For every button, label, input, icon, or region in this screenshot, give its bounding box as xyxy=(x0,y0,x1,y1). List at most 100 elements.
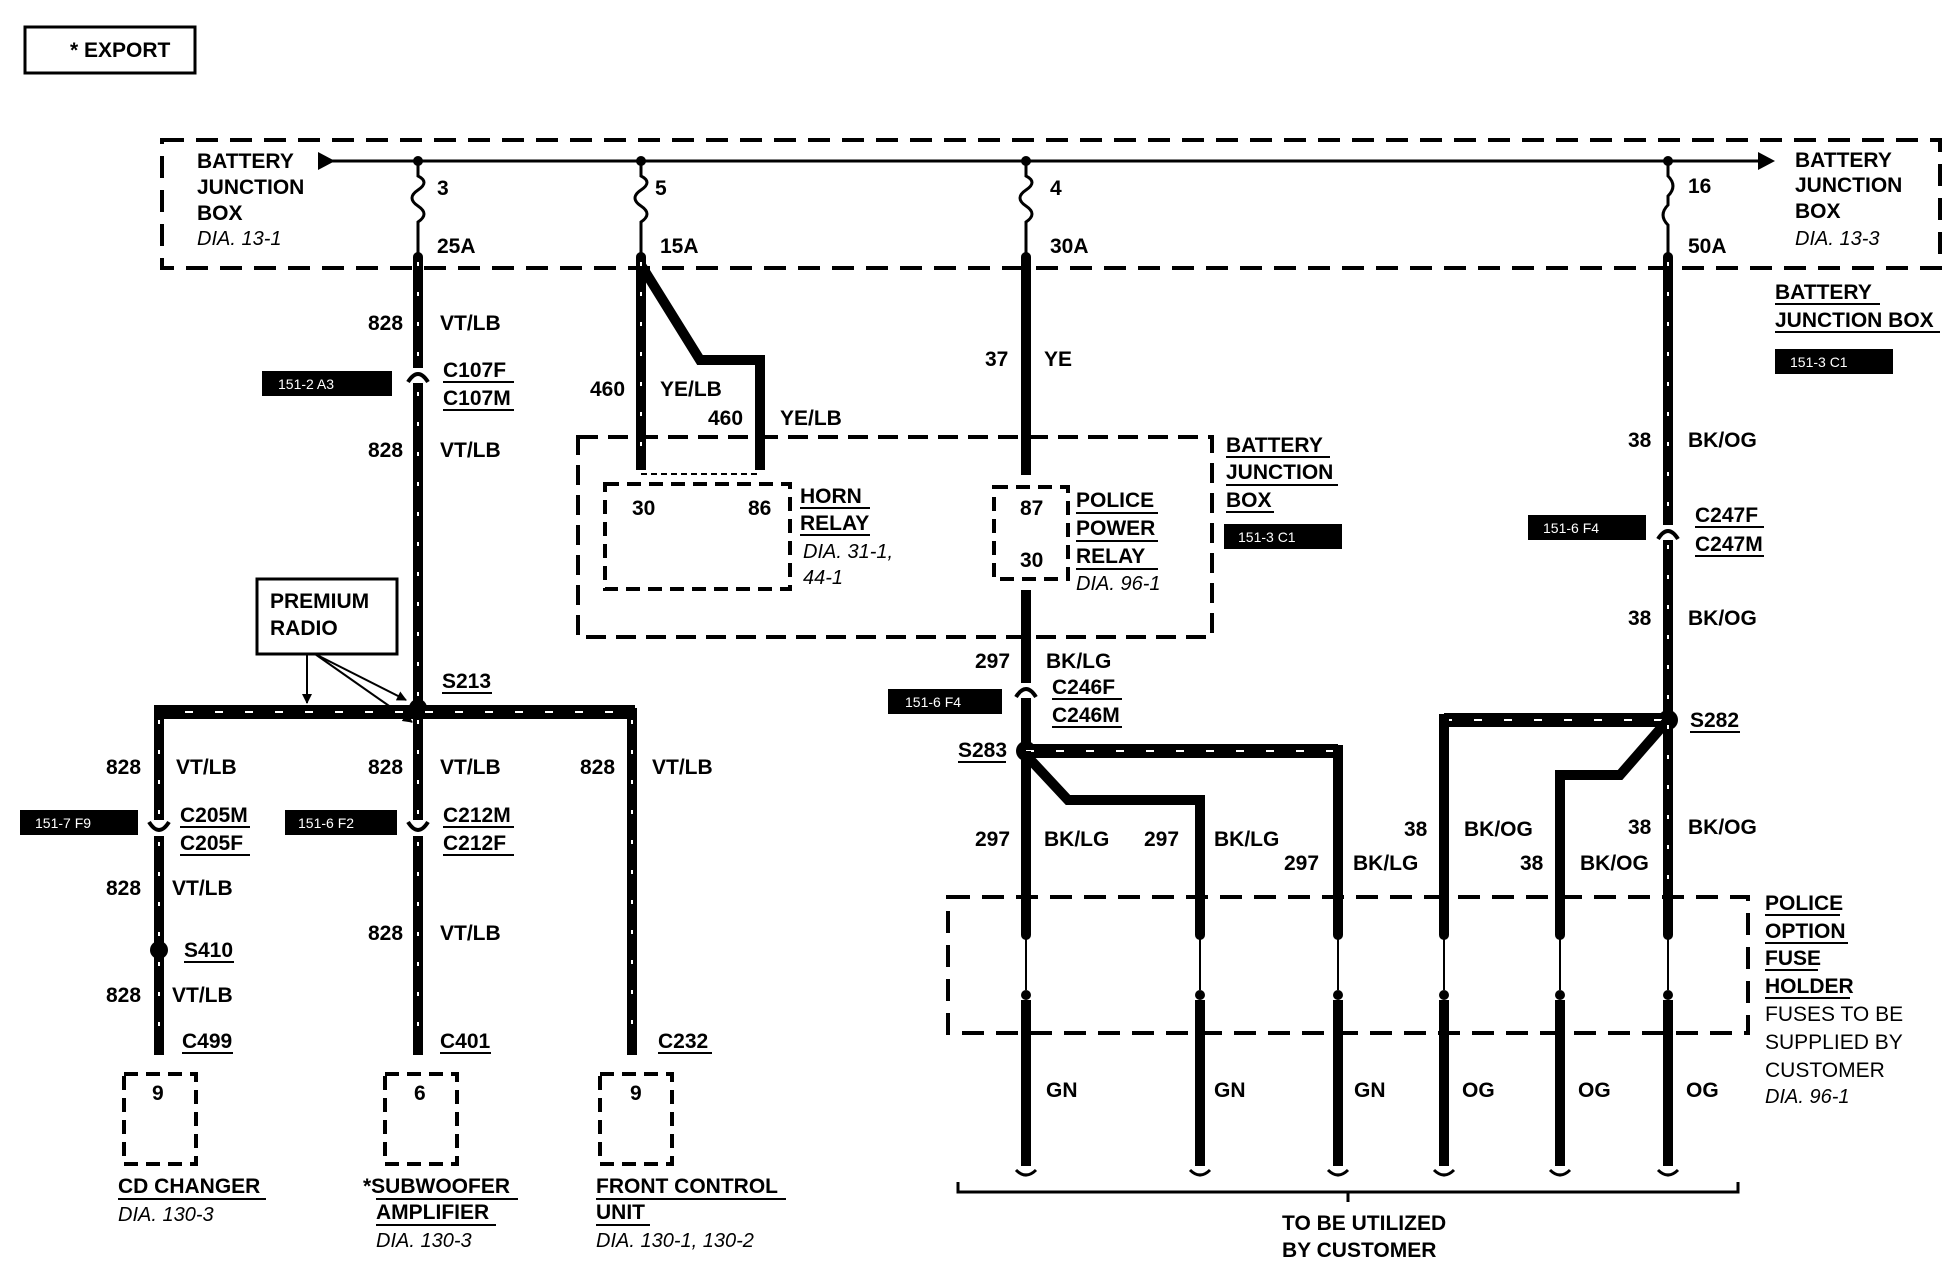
location-tag xyxy=(20,810,138,835)
svg-text:C247M: C247M xyxy=(1695,533,1763,556)
svg-text:828: 828 xyxy=(106,984,141,1007)
svg-text:38: 38 xyxy=(1404,818,1428,841)
svg-text:6: 6 xyxy=(414,1082,426,1105)
svg-text:BY CUSTOMER: BY CUSTOMER xyxy=(1282,1239,1436,1262)
svg-text:FUSES TO BE: FUSES TO BE xyxy=(1765,1003,1903,1026)
svg-text:9: 9 xyxy=(152,1082,164,1105)
svg-text:GN: GN xyxy=(1214,1079,1246,1102)
svg-text:VT/LB: VT/LB xyxy=(440,439,501,462)
svg-text:3: 3 xyxy=(437,177,449,200)
svg-text:30A: 30A xyxy=(1050,235,1089,258)
svg-text:RELAY: RELAY xyxy=(800,512,869,535)
bjb-left-label: BATTERY JUNCTION BOX DIA. 13-1 xyxy=(197,150,304,250)
svg-text:38: 38 xyxy=(1628,816,1652,839)
svg-text:460: 460 xyxy=(590,378,625,401)
svg-text:AMPLIFIER: AMPLIFIER xyxy=(376,1201,489,1224)
location-tag xyxy=(262,371,392,396)
fuse-16: 16 50A xyxy=(1661,156,1727,262)
svg-text:828: 828 xyxy=(580,756,615,779)
svg-text:BATTERY: BATTERY xyxy=(1775,281,1872,304)
svg-text:16: 16 xyxy=(1688,175,1711,198)
svg-text:TO BE UTILIZED: TO BE UTILIZED xyxy=(1282,1212,1446,1235)
location-tag xyxy=(888,689,1002,714)
circuit-828-main: 828 VT/LB 151-2 A3 C107F C107M 828 VT/LB… xyxy=(262,257,514,717)
svg-text:BK/OG: BK/OG xyxy=(1688,429,1757,452)
premium-radio-callout: PREMIUM RADIO xyxy=(255,577,413,723)
svg-text:CD CHANGER: CD CHANGER xyxy=(118,1175,260,1198)
svg-text:151-3 C1: 151-3 C1 xyxy=(1238,529,1296,545)
svg-text:BOX: BOX xyxy=(197,202,243,225)
svg-text:FUSE: FUSE xyxy=(1765,947,1821,970)
svg-text:S282: S282 xyxy=(1690,709,1739,732)
export-legend-label: * EXPORT xyxy=(70,39,171,62)
svg-text:828: 828 xyxy=(368,922,403,945)
svg-text:44-1: 44-1 xyxy=(803,567,843,589)
svg-text:CUSTOMER: CUSTOMER xyxy=(1765,1059,1885,1082)
export-legend: * EXPORT xyxy=(23,25,197,75)
svg-text:C205M: C205M xyxy=(180,804,248,827)
svg-text:C401: C401 xyxy=(440,1030,491,1053)
svg-text:DIA. 13-1: DIA. 13-1 xyxy=(197,228,281,250)
svg-text:BATTERY: BATTERY xyxy=(1226,434,1323,457)
svg-text:DIA. 96-1: DIA. 96-1 xyxy=(1076,573,1160,595)
svg-text:OG: OG xyxy=(1578,1079,1611,1102)
fuse-holder-wire-labels: 297 BK/LG 297 BK/LG 297 BK/LG 38 BK/OG 3… xyxy=(975,816,1757,875)
relay-box-outline xyxy=(576,435,1214,639)
svg-text:FRONT CONTROL: FRONT CONTROL xyxy=(596,1175,778,1198)
svg-text:BK/OG: BK/OG xyxy=(1688,607,1757,630)
svg-text:50A: 50A xyxy=(1688,235,1727,258)
location-tag xyxy=(1528,515,1646,540)
svg-text:SUPPLIED BY: SUPPLIED BY xyxy=(1765,1031,1903,1054)
svg-text:BK/LG: BK/LG xyxy=(1046,650,1111,673)
svg-text:151-6 F4: 151-6 F4 xyxy=(1543,520,1599,536)
svg-text:UNIT: UNIT xyxy=(596,1201,645,1224)
svg-text:15A: 15A xyxy=(660,235,699,258)
svg-text:BOX: BOX xyxy=(1795,200,1841,223)
svg-text:38: 38 xyxy=(1628,429,1652,452)
svg-text:DIA. 96-1: DIA. 96-1 xyxy=(1765,1086,1849,1108)
svg-text:JUNCTION: JUNCTION xyxy=(197,176,304,199)
svg-text:RELAY: RELAY xyxy=(1076,545,1145,568)
svg-text:151-7 F9: 151-7 F9 xyxy=(35,815,91,831)
svg-text:DIA. 130-3: DIA. 130-3 xyxy=(118,1204,214,1226)
svg-text:GN: GN xyxy=(1354,1079,1386,1102)
customer-bracket: TO BE UTILIZED BY CUSTOMER xyxy=(956,1182,1740,1262)
location-tag xyxy=(1775,349,1893,374)
svg-text:460: 460 xyxy=(708,407,743,430)
svg-text:JUNCTION: JUNCTION xyxy=(1795,174,1902,197)
svg-text:C246M: C246M xyxy=(1052,704,1120,727)
svg-text:828: 828 xyxy=(106,756,141,779)
svg-text:86: 86 xyxy=(748,497,771,520)
svg-text:VT/LB: VT/LB xyxy=(440,922,501,945)
svg-text:38: 38 xyxy=(1520,852,1544,875)
svg-text:828: 828 xyxy=(368,756,403,779)
svg-text:828: 828 xyxy=(368,312,403,335)
svg-text:POLICE: POLICE xyxy=(1765,892,1843,915)
fuse-3: 3 25A xyxy=(410,156,476,262)
svg-text:87: 87 xyxy=(1020,497,1043,520)
svg-text:OG: OG xyxy=(1462,1079,1495,1102)
svg-text:C205F: C205F xyxy=(180,832,243,855)
svg-text:C499: C499 xyxy=(182,1030,232,1053)
svg-text:VT/LB: VT/LB xyxy=(172,984,233,1007)
svg-text:POLICE: POLICE xyxy=(1076,489,1154,512)
svg-text:C107M: C107M xyxy=(443,387,511,410)
svg-text:BK/OG: BK/OG xyxy=(1688,816,1757,839)
svg-text:YE/LB: YE/LB xyxy=(780,407,842,430)
svg-text:30: 30 xyxy=(1020,549,1043,572)
svg-text:BK/LG: BK/LG xyxy=(1353,852,1418,875)
horn-relay: 30 86 HORN RELAY DIA. 31-1, 44-1 xyxy=(603,473,893,591)
svg-text:S410: S410 xyxy=(184,939,233,962)
fuse-5: 5 15A xyxy=(633,156,699,262)
svg-text:RADIO: RADIO xyxy=(270,617,338,640)
fuse-4: 4 30A xyxy=(1018,156,1089,262)
svg-text:C232: C232 xyxy=(658,1030,708,1053)
svg-text:828: 828 xyxy=(106,877,141,900)
svg-text:POWER: POWER xyxy=(1076,517,1155,540)
svg-text:VT/LB: VT/LB xyxy=(440,756,501,779)
svg-text:*SUBWOOFER: *SUBWOOFER xyxy=(363,1175,510,1198)
svg-text:BK/LG: BK/LG xyxy=(1044,828,1109,851)
svg-text:151-6 F4: 151-6 F4 xyxy=(905,694,961,710)
svg-text:C246F: C246F xyxy=(1052,676,1115,699)
svg-text:297: 297 xyxy=(1144,828,1179,851)
